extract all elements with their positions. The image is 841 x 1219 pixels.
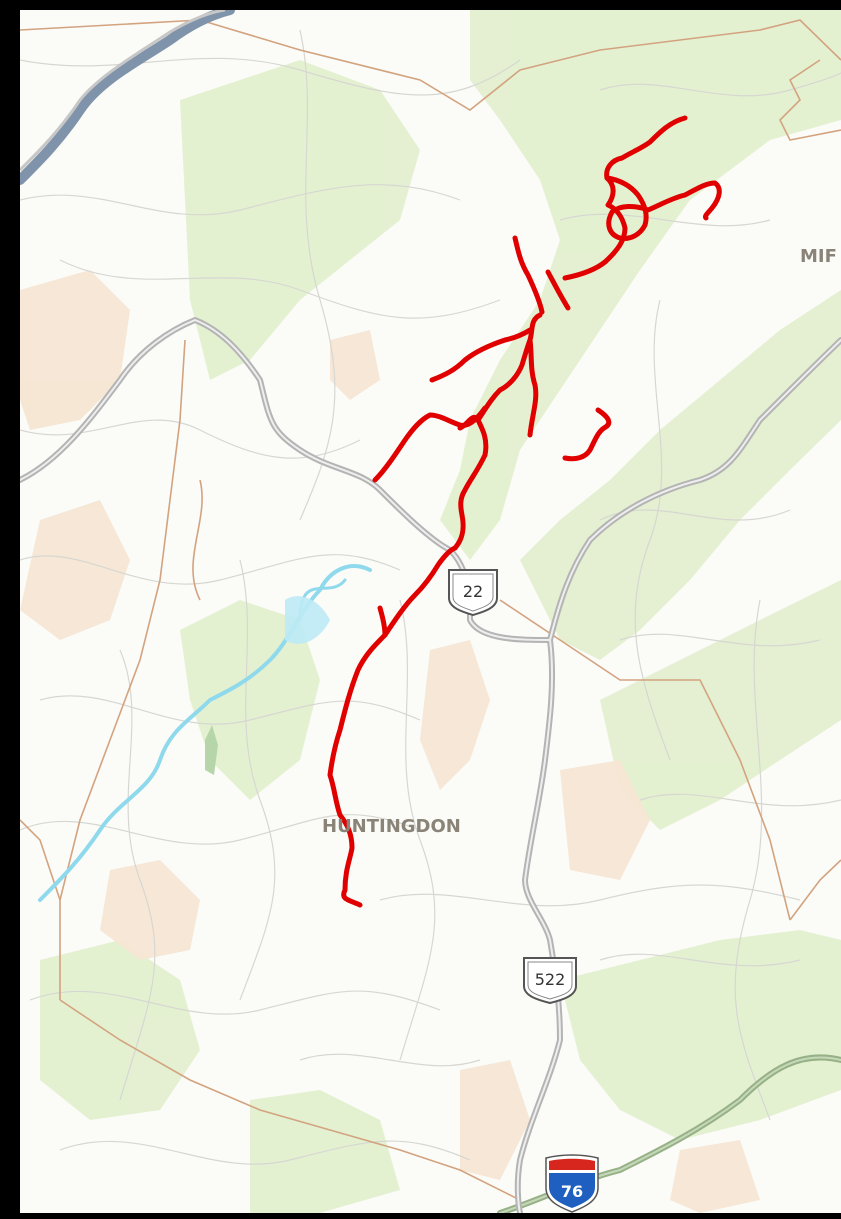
- reservoir: [285, 596, 330, 644]
- us-522-shield[interactable]: 522: [523, 957, 577, 1005]
- route-branch-west[interactable]: [377, 605, 388, 638]
- i-76-number: 76: [561, 1182, 583, 1201]
- i-76-shield[interactable]: 76: [545, 1154, 599, 1213]
- us-22-shield[interactable]: 22: [448, 569, 498, 617]
- map-canvas[interactable]: HUNTINGDON MIF 22 522 76: [20, 10, 841, 1213]
- county-label-huntingdon: HUNTINGDON: [322, 816, 461, 837]
- juniata-river-corridor: [20, 10, 235, 185]
- small-lake: [205, 725, 218, 775]
- route-segment-north-west[interactable]: [372, 405, 488, 483]
- route-segment-loop[interactable]: [562, 115, 688, 281]
- farmland-areas: [20, 270, 760, 1213]
- route-segment-top-west[interactable]: [429, 327, 533, 383]
- route-branch-east-stub[interactable]: [527, 337, 539, 438]
- route-segment-hook[interactable]: [562, 407, 612, 462]
- route-segment-south[interactable]: [327, 545, 458, 908]
- county-label-mifflin: MIF: [800, 246, 837, 267]
- route-segment-loop-east[interactable]: [604, 175, 722, 241]
- route-segment-upper-spur[interactable]: [545, 269, 571, 311]
- us-22-number: 22: [463, 582, 483, 601]
- us-522-number: 522: [535, 970, 566, 989]
- highlighted-route[interactable]: [327, 115, 722, 908]
- forest-areas: [40, 10, 841, 1213]
- route-segment-upper[interactable]: [512, 235, 545, 315]
